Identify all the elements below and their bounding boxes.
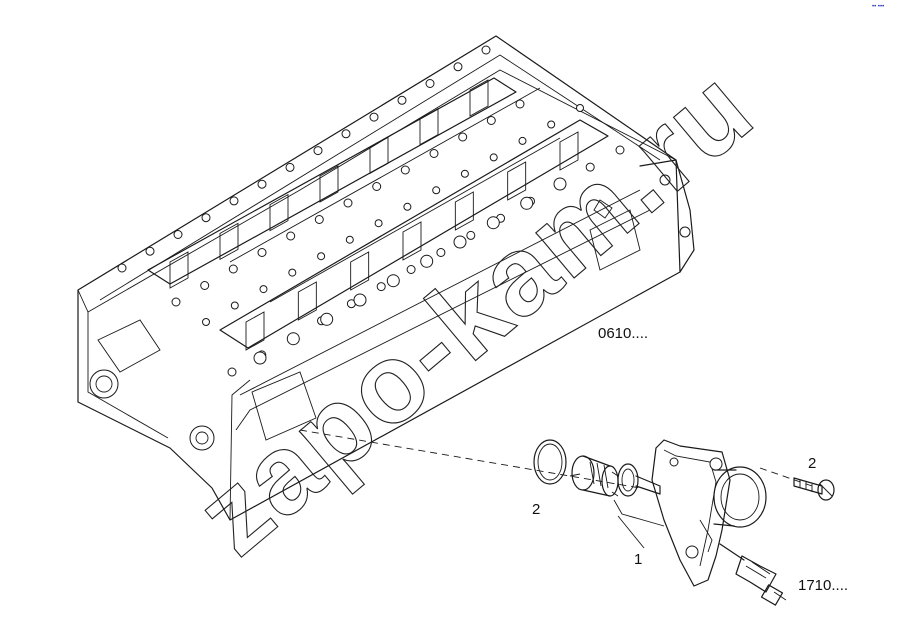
bolt-hole [202, 318, 210, 326]
bolt-hole [489, 153, 498, 162]
bolt [793, 477, 835, 501]
bolt-hole [313, 146, 323, 156]
callout-1710: 1710.... [798, 577, 848, 594]
valve-pocket [369, 136, 389, 175]
thermostat [571, 455, 619, 497]
valve-pocket [559, 131, 579, 171]
bolt-hole [481, 45, 491, 55]
bolt-hole [425, 79, 435, 88]
bolt-axis-line [759, 467, 813, 487]
bolt-hole [171, 297, 181, 307]
bolt-hole [145, 246, 155, 256]
valve-pocket [419, 107, 439, 146]
valve-pocket [350, 251, 370, 291]
valve-pocket [319, 165, 339, 203]
bolt-hole [466, 230, 476, 240]
valve-pocket [469, 79, 489, 117]
injector-bore [286, 332, 300, 346]
valve-pocket [245, 311, 265, 351]
bolt-hole [429, 149, 439, 158]
bolt-hole [200, 281, 210, 290]
bolt-hole [229, 196, 239, 206]
assembly-axis-line [299, 429, 641, 489]
bolt-hole [576, 104, 584, 112]
valve-pocket [219, 222, 239, 261]
bolt-hole [547, 120, 556, 129]
bolt-hole [376, 282, 386, 292]
bolt-hole [486, 116, 496, 125]
valve-pocket [402, 221, 422, 261]
valve-pocket [297, 281, 317, 321]
bolt-hole [372, 182, 382, 191]
thermostat-housing [651, 439, 767, 587]
injector-bore [253, 351, 267, 365]
injector-bore [453, 235, 467, 249]
bolt-hole [317, 252, 326, 261]
bolt-hole [585, 162, 595, 172]
bolt-hole [257, 179, 267, 189]
bolt-hole [518, 136, 527, 145]
bolt-hole [615, 145, 625, 155]
valve-pocket [454, 191, 474, 231]
valve-pocket [169, 251, 189, 289]
bolt-hole [397, 95, 407, 105]
injector-bore [320, 312, 334, 326]
bolt-hole [403, 202, 412, 211]
temperature-sensor [719, 543, 787, 606]
injector-bore [420, 254, 434, 268]
leader-lines [569, 473, 665, 549]
bolt-hole [436, 248, 446, 257]
bolt-hole [460, 169, 469, 178]
bolt-hole [406, 265, 416, 274]
bolt-hole [257, 248, 267, 257]
corner-mark: •• ••• [872, 4, 884, 10]
cylinder-head [77, 35, 695, 521]
bolt-hole [288, 268, 297, 277]
injector-bore [520, 196, 534, 210]
bolt-hole [259, 285, 268, 294]
bolt-hole [374, 219, 383, 228]
bolt-hole [400, 165, 410, 175]
callout-part-1: 1 [634, 551, 642, 568]
callout-part-2-right: 2 [808, 455, 816, 472]
bolt-hole [230, 301, 239, 310]
bolt-hole [341, 129, 351, 139]
bolt-hole [432, 186, 441, 195]
bolt-hole [286, 231, 296, 241]
bolt-hole [345, 235, 354, 244]
thermostat-seal [617, 463, 661, 497]
bolt-hole [314, 215, 324, 224]
valve-pocket [507, 161, 527, 201]
bolt-hole [201, 213, 211, 223]
bolt-hole [173, 230, 183, 239]
bolt-hole [227, 367, 237, 377]
bolt-hole [453, 62, 463, 72]
callout-part-2-left: 2 [532, 501, 540, 518]
bolt-hole [369, 112, 379, 122]
bolt-hole [458, 132, 468, 142]
injector-bore [386, 274, 400, 288]
injector-bore [486, 216, 500, 230]
bolt-hole [285, 162, 295, 172]
bolt-hole [515, 99, 525, 109]
valve-pocket [269, 193, 289, 232]
bolt-hole [343, 198, 353, 208]
bolt-hole [228, 264, 238, 274]
bolt-hole [117, 263, 127, 273]
o-ring [533, 439, 567, 485]
injector-bore [353, 293, 367, 307]
callout-0610: 0610.... [598, 325, 648, 342]
injector-bore [553, 177, 567, 191]
